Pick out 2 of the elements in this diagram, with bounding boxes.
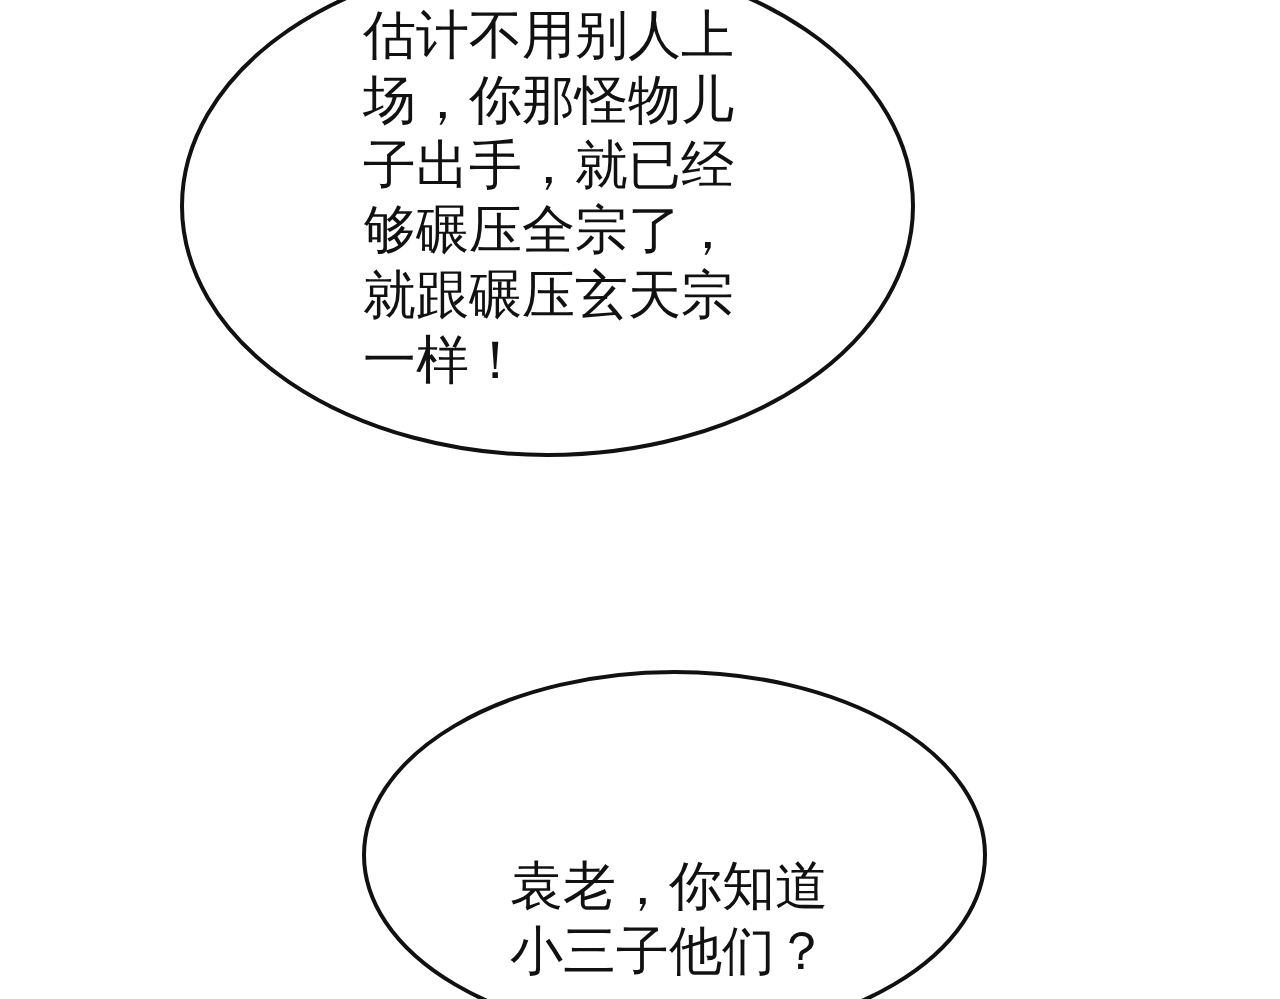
- bubble-text: 估计不用别人上场，你那怪物儿子出手，就已经够碾压全宗了，就跟碾压玄天宗一样！: [363, 3, 735, 392]
- bubble-text: 袁老，你知道小三子他们？: [510, 854, 829, 983]
